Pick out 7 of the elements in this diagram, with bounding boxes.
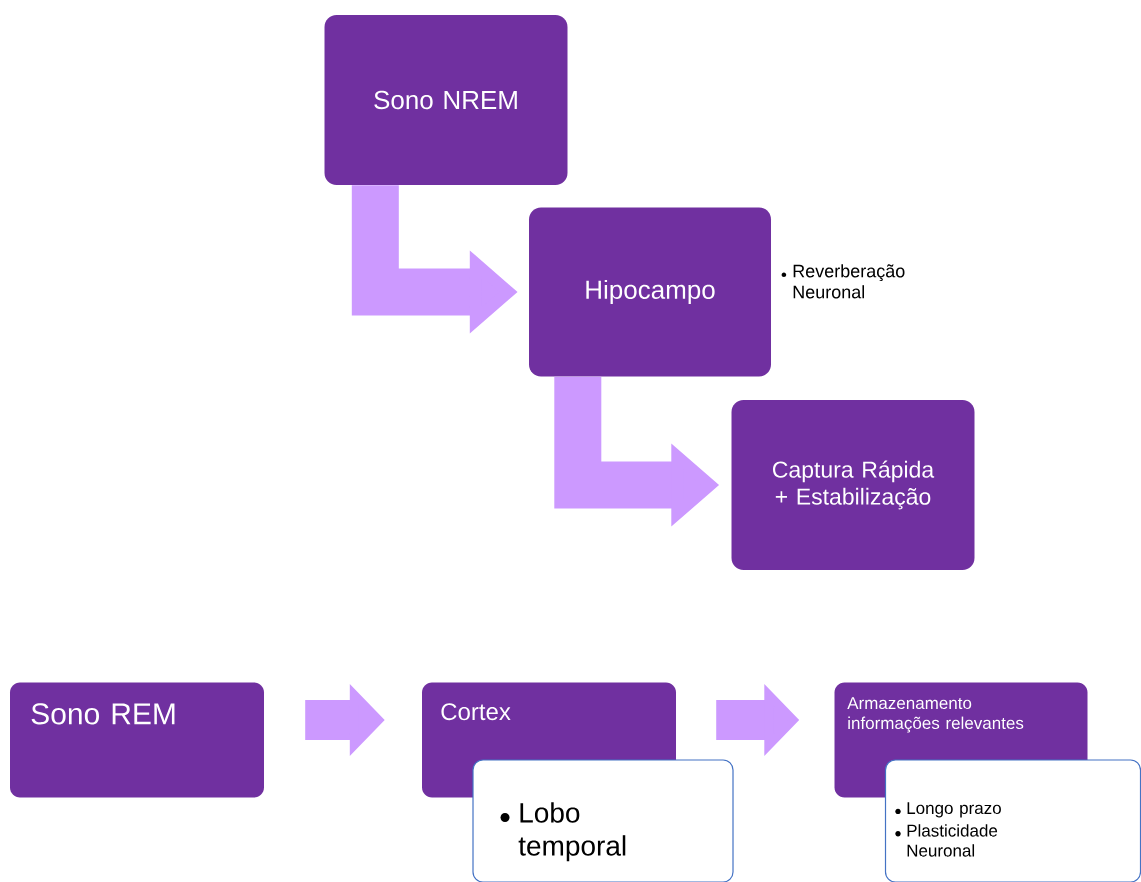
process-box: Sono NREM	[324, 15, 568, 185]
process-box: Captura Rápida + Estabilização	[731, 400, 975, 570]
node-note: Reverberação Neuronal	[781, 264, 905, 299]
process-box: Sono REM	[10, 682, 264, 798]
note-box: Longo prazo Plasticidade Neuronal	[884, 759, 1141, 882]
process-box: Hipocampo	[529, 207, 771, 377]
note-box: Lobo temporal	[472, 759, 734, 882]
